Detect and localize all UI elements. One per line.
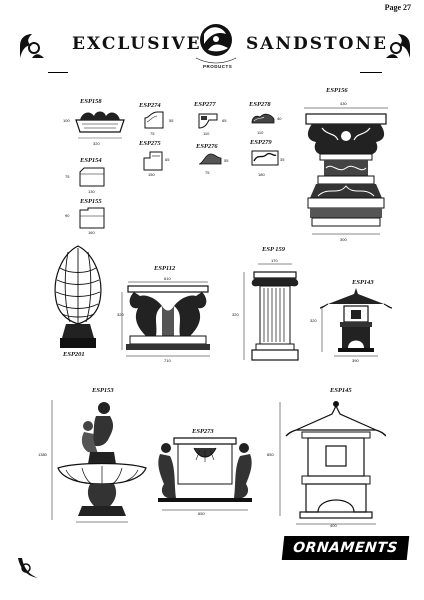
product-code: ESP112	[154, 265, 176, 272]
esp273-width: 650	[198, 511, 205, 516]
product-code: ESP154	[80, 157, 102, 164]
esp156-top-width: 430	[340, 101, 347, 106]
logo-caption: PRODUCTS	[203, 64, 233, 69]
header-word-exclusive: EXCLUSIVE	[72, 34, 202, 54]
section-banner: ORNAMENTS	[281, 536, 410, 560]
esp143-drawing	[319, 288, 393, 357]
esp277-drawing	[198, 113, 218, 129]
esp274-height: 55	[169, 118, 174, 123]
page-header: EXCLUSIVE PRODUCTS SANDSTONE	[0, 24, 424, 73]
esp159-height: 320	[232, 312, 239, 317]
product-code: ESP156	[326, 87, 348, 94]
company-logo	[195, 24, 237, 64]
esp277-width: 110	[203, 131, 210, 136]
esp275-height: 65	[165, 157, 170, 162]
esp145-height: 850	[267, 452, 274, 457]
esp155-drawing	[79, 207, 105, 229]
esp201-drawing	[54, 245, 102, 348]
esp143-width: 390	[352, 358, 359, 363]
esp276-drawing	[198, 153, 222, 165]
esp112-drawing	[121, 281, 210, 357]
product-code: ESP153	[92, 387, 114, 394]
esp112-height: 320	[117, 312, 124, 317]
product-code: ESP145	[330, 387, 352, 394]
product-code: ESP275	[139, 140, 161, 147]
esp153-height: 1380	[38, 452, 47, 457]
esp279-height: 35	[280, 157, 285, 162]
corner-ornament-top-left	[20, 34, 44, 58]
page-number: Page 27	[384, 3, 411, 12]
esp159-top-width: 170	[271, 258, 278, 263]
esp158-drawing	[75, 111, 125, 139]
esp274-drawing	[144, 111, 164, 129]
product-code: ESP 159	[262, 246, 286, 253]
product-code: ESP276	[196, 143, 218, 150]
esp156-bottom-width: 300	[340, 237, 347, 242]
product-code: ESP277	[194, 101, 216, 108]
esp276-width: 75	[205, 170, 210, 175]
product-code: ESP158	[80, 98, 102, 105]
esp112-top-width: 610	[164, 276, 171, 281]
esp273-drawing	[158, 437, 252, 511]
esp154-height: 75	[65, 174, 70, 179]
esp278-width: 110	[257, 130, 264, 135]
esp277-height: 65	[222, 118, 227, 123]
esp279-drawing	[251, 150, 279, 166]
esp112-width: 710	[164, 358, 171, 363]
corner-ornament-bottom-left	[18, 558, 38, 578]
esp156-drawing	[304, 107, 388, 235]
product-code: ESP273	[192, 428, 214, 435]
esp143-height: 320	[310, 318, 317, 323]
product-code: ESP143	[352, 279, 374, 286]
esp278-height: 40	[277, 116, 282, 121]
esp155-height: 90	[65, 213, 70, 218]
esp145-width: 400	[330, 523, 337, 528]
esp275-width: 150	[148, 172, 155, 177]
esp275-drawing	[143, 151, 163, 171]
esp158-width: 320	[93, 141, 100, 146]
esp145-drawing	[279, 401, 386, 525]
esp278-drawing	[251, 113, 275, 124]
header-word-sandstone: SANDSTONE	[246, 34, 388, 54]
corner-ornament-top-right	[386, 34, 410, 58]
esp279-width: 180	[258, 172, 265, 177]
esp158-height: 100	[63, 118, 70, 123]
product-code: ESP278	[249, 101, 271, 108]
section-banner-label: ORNAMENTS	[292, 540, 399, 556]
esp276-height: 55	[224, 158, 229, 163]
product-code: ESP279	[250, 139, 272, 146]
esp159-drawing	[243, 263, 299, 361]
esp155-width: 160	[88, 230, 95, 235]
esp274-width: 75	[150, 131, 155, 136]
product-code: ESP201	[63, 351, 85, 358]
esp154-drawing	[79, 167, 105, 187]
esp154-width: 130	[88, 189, 95, 194]
header-rule-right	[360, 72, 382, 73]
product-code: ESP155	[80, 198, 102, 205]
esp153-drawing	[51, 400, 147, 523]
header-rule-left	[48, 72, 68, 73]
product-code: ESP274	[139, 102, 161, 109]
